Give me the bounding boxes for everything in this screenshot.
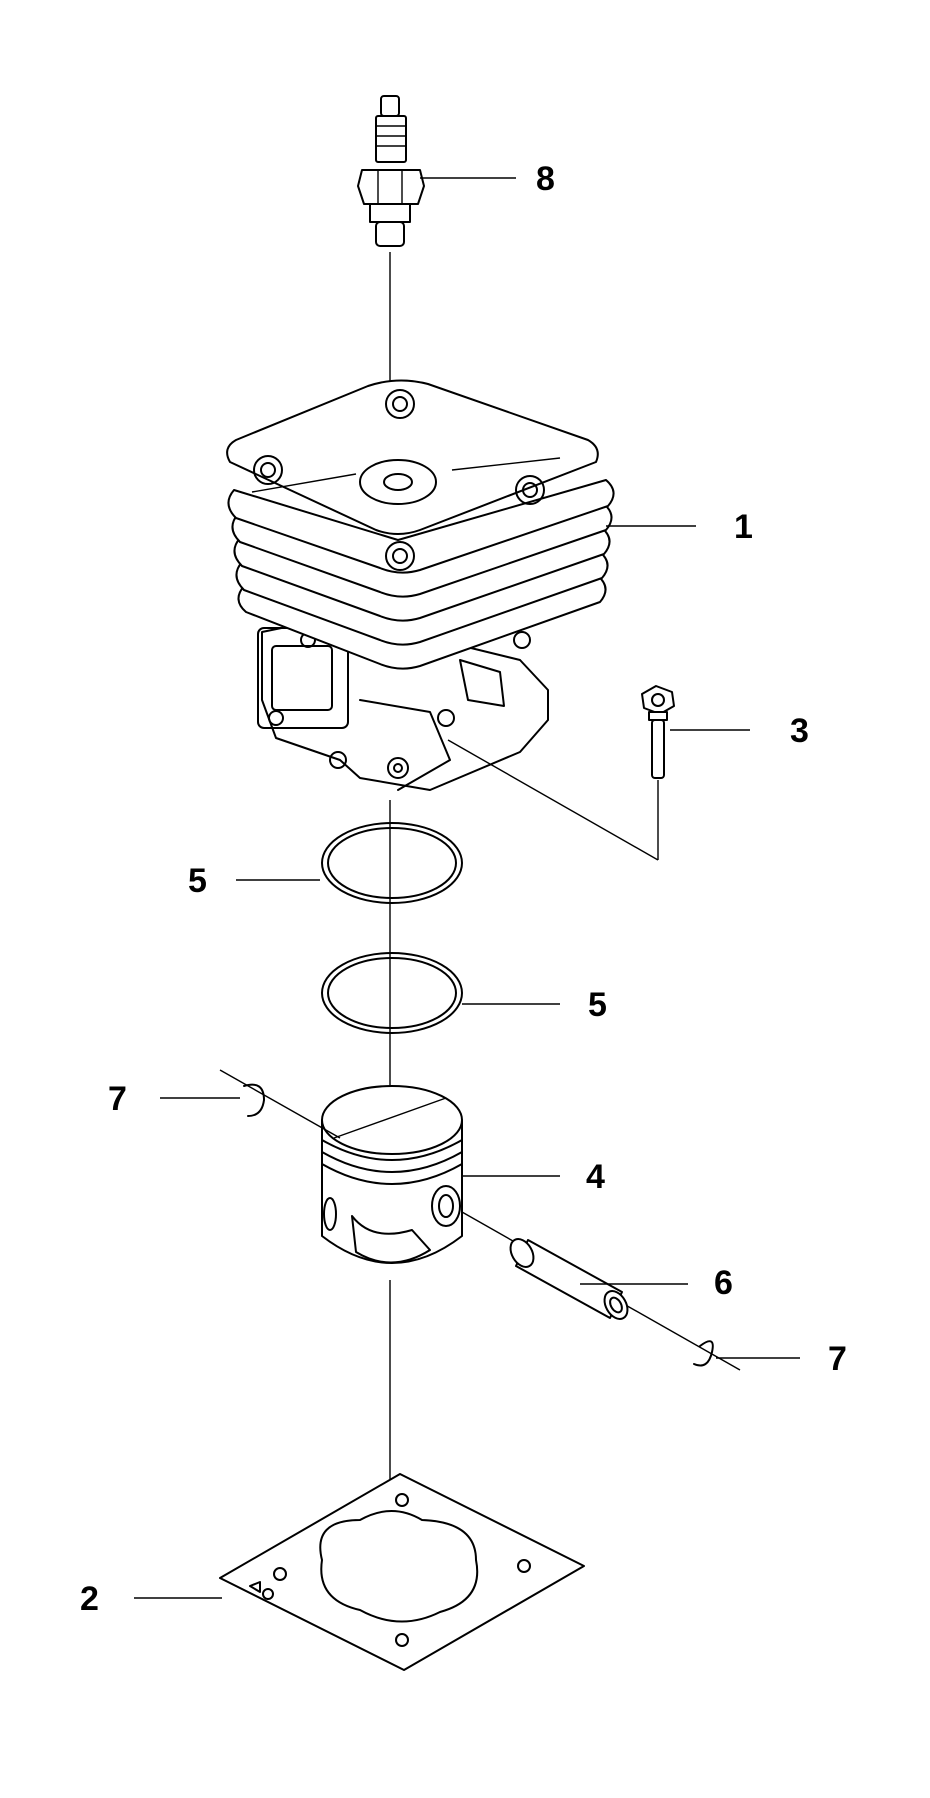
cylinder-gasket <box>219 1473 585 1671</box>
spark-plug <box>357 95 425 247</box>
callout-part-7-right: 7 <box>828 1340 847 1378</box>
callout-part-2: 2 <box>80 1580 99 1618</box>
piston-ring-lower <box>321 952 463 1034</box>
leader-lines <box>134 177 800 1599</box>
callout-part-5-upper: 5 <box>188 862 207 900</box>
callout-part-5-lower: 5 <box>588 986 607 1024</box>
cylinder <box>226 379 615 791</box>
callout-part-8: 8 <box>536 160 555 198</box>
circlip-left <box>243 1083 265 1117</box>
callout-part-3: 3 <box>790 712 809 750</box>
callout-part-6: 6 <box>714 1264 733 1302</box>
piston-pin <box>509 1238 629 1320</box>
callout-part-1: 1 <box>734 508 753 546</box>
callout-part-7-left: 7 <box>108 1080 127 1118</box>
cylinder-screw <box>447 685 675 861</box>
callout-part-4: 4 <box>586 1158 605 1196</box>
circlip-right <box>693 1340 714 1367</box>
piston <box>219 1069 741 1371</box>
piston-ring-upper <box>321 822 463 904</box>
